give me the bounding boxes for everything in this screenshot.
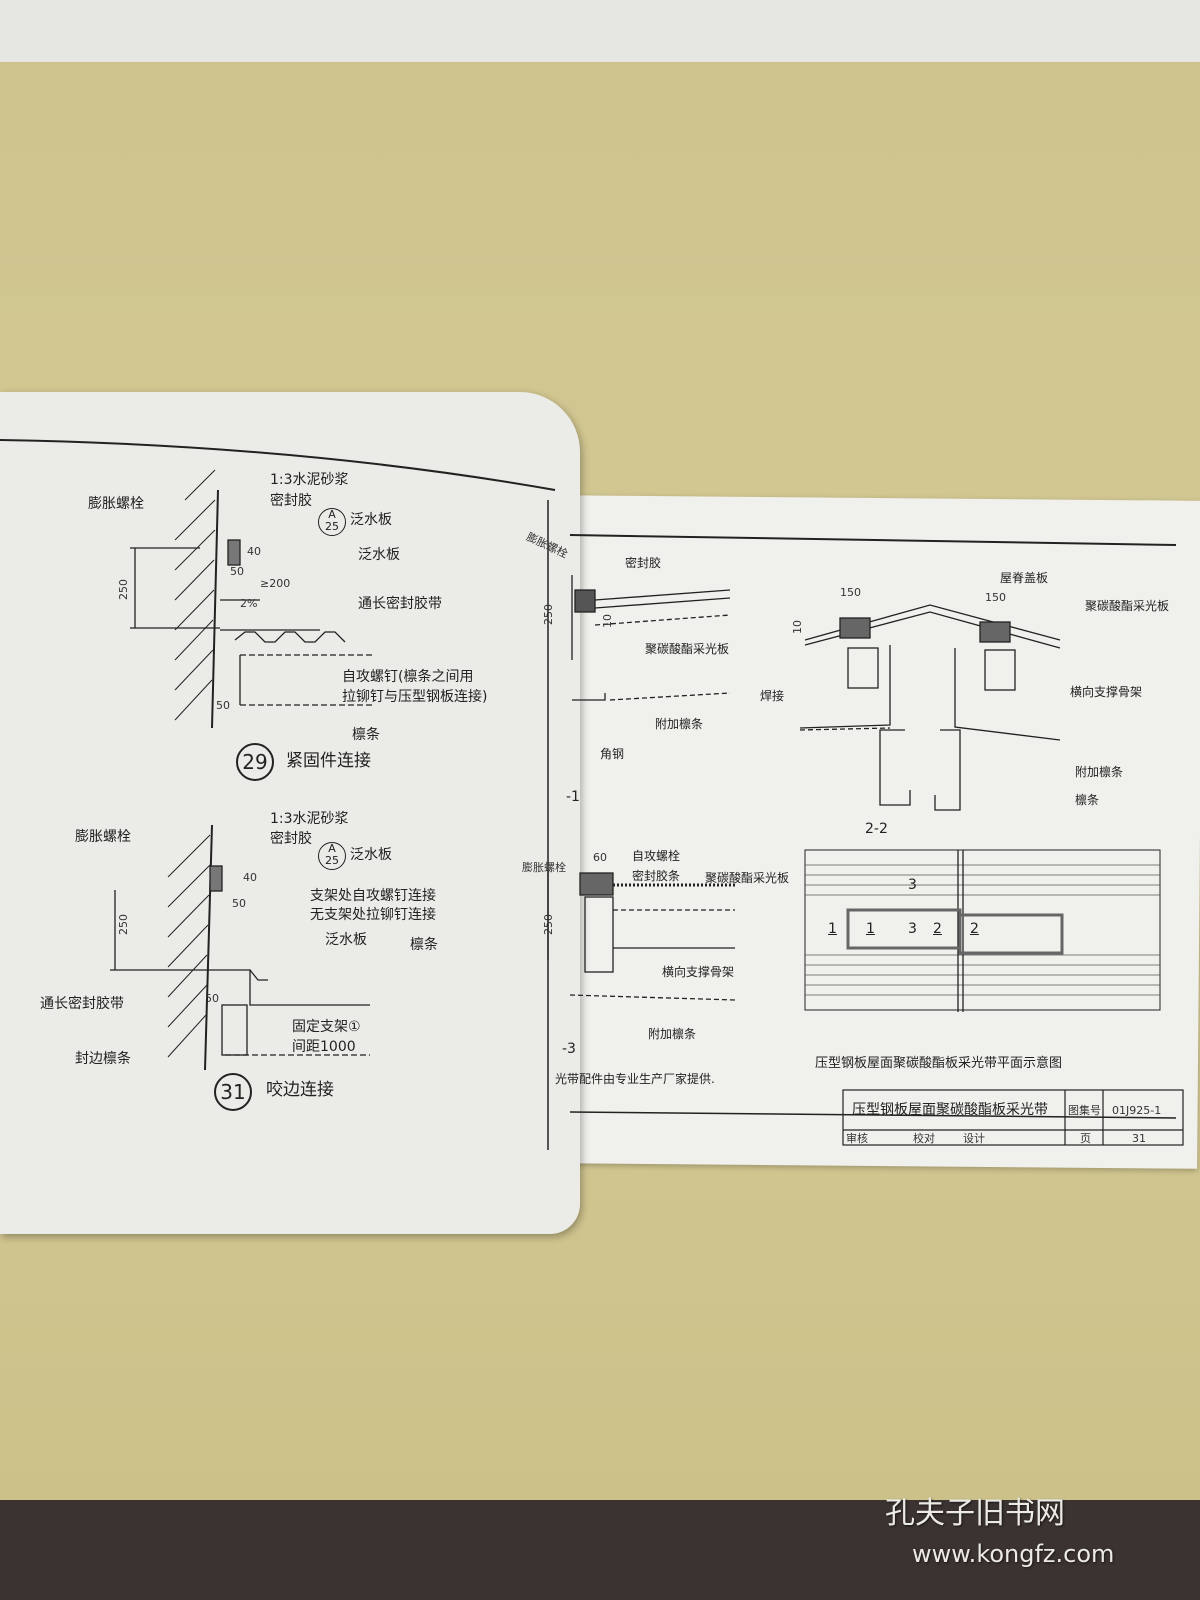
label-purlin: 檩条 <box>1075 793 1100 807</box>
page-label: 页 <box>1080 1132 1091 1145</box>
plan-caption: 压型钢板屋面聚碳酸酯板采光带平面示意图 <box>815 1056 1063 1071</box>
detail-number-31: 31 <box>214 1073 252 1111</box>
label-expansion-bolt: 膨胀螺栓 <box>75 829 131 845</box>
review-label: 审核 <box>846 1132 868 1145</box>
label-bracket-screw: 支架处自攻螺钉连接 <box>310 888 436 904</box>
section-name-2: 2-2 <box>865 821 888 837</box>
watermark-name: 孔夫子旧书网 <box>885 1496 1065 1531</box>
note-text: 光带配件由专业生产厂家提供. <box>555 1072 715 1086</box>
label-sealant-strip: 密封胶条 <box>632 869 681 883</box>
dim-slope: 2% <box>240 597 258 610</box>
label-sealant: 密封胶 <box>270 493 312 509</box>
drawing-title: 压型钢板屋面聚碳酸酯板采光带 <box>852 1102 1048 1118</box>
label-cement-mortar: 1:3水泥砂浆 <box>270 811 349 827</box>
label-sealant-tape: 通长密封胶带 <box>40 996 124 1012</box>
plan-mark: 2 <box>970 921 979 937</box>
label-screw-2: 拉铆钉与压型钢板连接) <box>342 689 488 705</box>
label-angle-steel: 角钢 <box>600 747 625 761</box>
plan-mark: 1 <box>828 921 837 937</box>
dim-250: 250 <box>542 914 555 935</box>
label-expansion-bolt: 膨胀螺栓 <box>522 861 566 874</box>
label-spacing: 间距1000 <box>292 1039 356 1055</box>
dim-50: 50 <box>232 897 246 910</box>
label-weld: 焊接 <box>760 689 785 703</box>
dim-50b: 50 <box>205 992 219 1005</box>
dim-10: 10 <box>791 620 804 634</box>
detail-title-29: 紧固件连接 <box>286 751 371 771</box>
check-label: 校对 <box>913 1132 935 1145</box>
dim-60: 60 <box>593 851 607 864</box>
design-label: 设计 <box>963 1132 985 1145</box>
dim-150: 150 <box>840 586 861 599</box>
dim-50b: 50 <box>216 699 230 712</box>
wall-background <box>0 0 1200 62</box>
label-screw-bolt: 自攻螺栓 <box>632 849 681 863</box>
section-name-3: -3 <box>562 1041 576 1057</box>
label-purlin: 檩条 <box>352 727 380 743</box>
label-rivet: 无支架处拉铆钉连接 <box>310 907 436 923</box>
label-flashing-2: 泛水板 <box>325 932 367 948</box>
title-block-lines <box>842 1089 1184 1146</box>
section-1-drawing <box>571 575 731 701</box>
dim-200: ≥200 <box>260 577 291 590</box>
label-expansion-bolt: 膨胀螺栓 <box>88 496 144 512</box>
dim-40: 40 <box>247 545 261 558</box>
label-flashing: 泛水板 <box>350 512 392 528</box>
plan-drawing <box>804 849 1161 1012</box>
label-purlin: 檩条 <box>410 937 438 953</box>
label-sealant: 密封胶 <box>625 556 662 570</box>
watermark-url: www.kongfz.com <box>912 1540 1115 1568</box>
dim-40: 40 <box>243 871 257 884</box>
label-extra-purlin: 附加檩条 <box>648 1027 697 1041</box>
dim-250: 250 <box>542 604 555 625</box>
detail-29-drawing <box>130 469 372 729</box>
label-pc-panel: 聚碳酸酯采光板 <box>1085 599 1170 613</box>
label-sealant-tape: 通长密封胶带 <box>358 596 442 612</box>
label-fixed-bracket: 固定支架① <box>292 1019 361 1035</box>
dim-250: 250 <box>117 579 130 600</box>
detail-title-31: 咬边连接 <box>266 1080 334 1100</box>
dim-150b: 150 <box>985 591 1006 604</box>
label-edge-purlin: 封边檩条 <box>75 1051 131 1067</box>
ref-bottom: 25 <box>325 854 339 867</box>
label-extra-purlin: 附加檩条 <box>1075 765 1124 779</box>
atlas-number: 01J925-1 <box>1112 1104 1162 1117</box>
plan-mark: 3 <box>908 877 917 893</box>
section-3-drawing <box>547 870 736 1001</box>
label-sealant: 密封胶 <box>270 831 312 847</box>
dim-10: 10 <box>601 614 614 628</box>
label-cross-brace: 横向支撑骨架 <box>1070 685 1143 699</box>
label-ridge-cap: 屋脊盖板 <box>1000 571 1049 585</box>
section-name-1: -1 <box>566 789 580 805</box>
label-cross-brace: 横向支撑骨架 <box>662 965 735 979</box>
floor-background <box>0 1500 1200 1600</box>
ref-top: A <box>328 842 336 855</box>
label-extra-purlin: 附加檩条 <box>655 717 704 731</box>
left-page <box>0 392 580 1234</box>
detail-number-29: 29 <box>236 743 274 781</box>
label-flashing-2: 泛水板 <box>358 547 400 563</box>
label-cement-mortar: 1:3水泥砂浆 <box>270 472 349 488</box>
plan-mark: 1 <box>866 921 875 937</box>
atlas-label: 图集号 <box>1068 1104 1101 1117</box>
plan-mark: 3 <box>908 921 917 937</box>
label-pc-panel: 聚碳酸酯采光板 <box>645 642 730 656</box>
dim-250: 250 <box>117 914 130 935</box>
detail-31-drawing <box>110 824 370 1071</box>
label-flashing: 泛水板 <box>350 847 392 863</box>
section-2-drawing <box>799 604 1061 811</box>
plan-mark: 2 <box>933 921 942 937</box>
ref-bottom: 25 <box>325 520 339 533</box>
label-pc-panel: 聚碳酸酯采光板 <box>705 871 790 885</box>
label-screw-1: 自攻螺钉(檩条之间用 <box>342 669 474 685</box>
page-number: 31 <box>1132 1132 1146 1145</box>
ref-top: A <box>328 508 336 521</box>
dim-50: 50 <box>230 565 244 578</box>
